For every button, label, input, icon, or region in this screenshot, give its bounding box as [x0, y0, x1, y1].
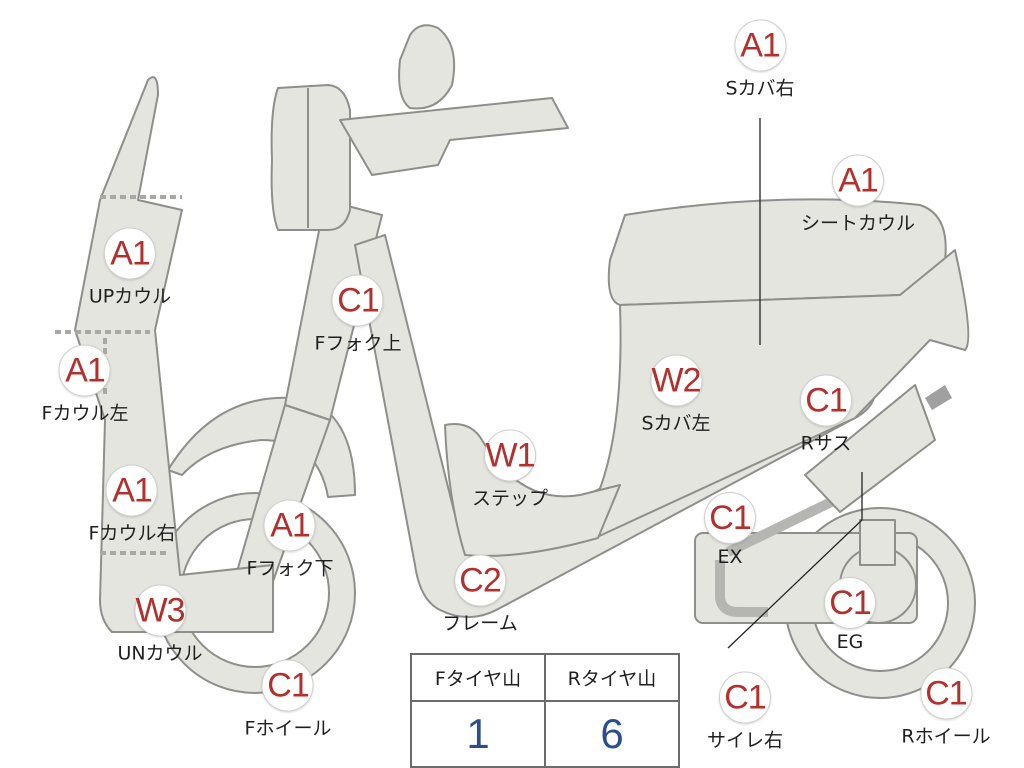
grade-badge: C2 — [454, 554, 506, 607]
part-label: ステップ — [471, 487, 549, 510]
part-tag-f-cowl-right: A1 Fカウル右 — [88, 464, 176, 546]
part-tag-muffler-right: C1 サイレ右 — [706, 671, 784, 753]
grade-badge: C1 — [262, 659, 314, 712]
part-label: Fカウル左 — [41, 402, 129, 425]
grade-badge: A1 — [734, 19, 786, 72]
part-label: Fフォク下 — [246, 557, 334, 580]
part-tag-f-fork-lower: A1 Fフォク下 — [246, 499, 334, 581]
part-tag-s-cover-left: W2 Sカバ左 — [641, 354, 711, 436]
part-label: Sカバ右 — [725, 77, 795, 100]
grade-badge: W2 — [650, 354, 702, 407]
rear-suspension-shape — [804, 384, 936, 513]
part-tag-engine: C1 EG — [824, 577, 876, 653]
grade-badge: C1 — [919, 667, 972, 720]
grade-badge: W1 — [483, 429, 536, 482]
part-label: UNカウル — [117, 642, 203, 665]
grade-badge: A1 — [264, 499, 316, 552]
grade-badge: W3 — [134, 584, 186, 637]
headlamp-shape — [270, 84, 351, 231]
part-label: Rサス — [800, 432, 852, 455]
grade-badge: C1 — [718, 671, 771, 724]
part-tag-r-suspension: C1 Rサス — [800, 374, 852, 456]
part-tag-frame: C2 フレーム — [442, 554, 518, 636]
part-tag-f-cowl-left: A1 Fカウル左 — [41, 344, 129, 426]
mirror-shape — [398, 24, 456, 110]
grade-badge: C1 — [800, 374, 852, 427]
part-label: サイレ右 — [706, 729, 784, 752]
part-tag-step: W1 ステップ — [471, 429, 549, 511]
front-tire-tread-header: Fタイヤ山 — [410, 653, 546, 702]
part-label: シートカウル — [800, 212, 916, 235]
part-label: EX — [717, 546, 743, 568]
part-label: UPカウル — [88, 285, 172, 308]
part-label: Fホイール — [244, 717, 332, 740]
part-label: Fフォク上 — [314, 332, 402, 355]
part-label: EG — [836, 631, 864, 653]
part-tag-r-wheel: C1 Rホイール — [901, 667, 991, 749]
grade-badge: A1 — [106, 464, 158, 517]
rear-tire-tread-header: Rタイヤ山 — [544, 653, 680, 702]
part-tag-exhaust: C1 EX — [704, 492, 756, 568]
part-tag-f-wheel: C1 Fホイール — [244, 659, 332, 741]
grade-badge: A1 — [59, 344, 111, 397]
part-label: Rホイール — [901, 725, 991, 748]
part-tag-seat-cowl: A1 シートカウル — [800, 154, 916, 236]
part-label: Sカバ左 — [641, 412, 711, 435]
grade-badge: C1 — [704, 492, 756, 544]
grade-badge: C1 — [332, 274, 384, 327]
part-tag-s-cover-right: A1 Sカバ右 — [725, 19, 795, 101]
grade-badge: C1 — [824, 577, 876, 629]
tire-tread-header-row: Fタイヤ山 Rタイヤ山 — [410, 653, 680, 702]
part-tag-f-fork-upper: C1 Fフォク上 — [314, 274, 402, 356]
part-label: フレーム — [442, 612, 518, 635]
grade-badge: A1 — [831, 154, 884, 207]
rear-tire-tread-value: 6 — [544, 700, 680, 768]
part-tag-un-cowl: W3 UNカウル — [117, 584, 203, 666]
tire-tread-value-row: 1 6 — [410, 700, 680, 768]
handlebar-shape — [339, 97, 569, 176]
part-label: Fカウル右 — [88, 522, 176, 545]
tire-tread-table: Fタイヤ山 Rタイヤ山 1 6 — [410, 653, 680, 768]
leader-line — [727, 472, 863, 649]
part-tag-up-cowl: A1 UPカウル — [88, 227, 172, 309]
front-tire-tread-value: 1 — [410, 700, 546, 768]
grade-badge: A1 — [104, 227, 156, 280]
